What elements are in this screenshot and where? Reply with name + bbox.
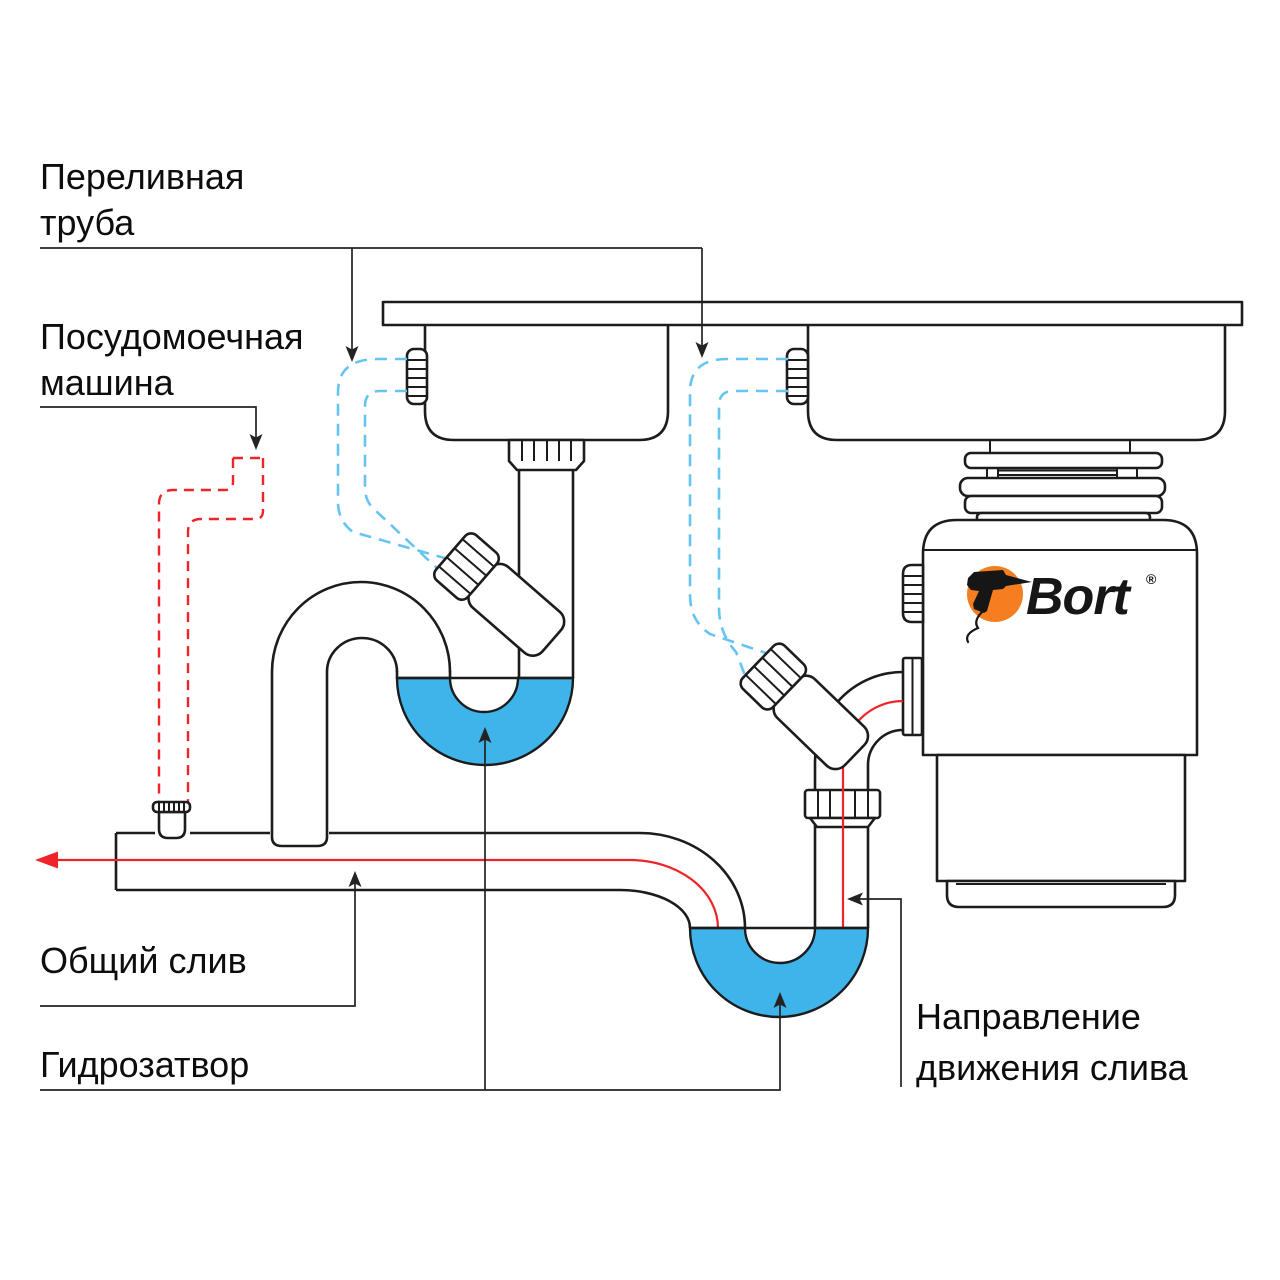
- label-dishwasher-line1: Посудомоечная: [40, 316, 304, 357]
- common-drain-label-line: [40, 883, 356, 1007]
- drill-icon: [966, 570, 1032, 644]
- overflow-fitting-left: [405, 347, 429, 406]
- dishwasher-label-line: [40, 406, 257, 438]
- overflow-fitting-right: [785, 347, 810, 406]
- registered-mark: ®: [1146, 571, 1157, 587]
- disposer-unit: Bort ®: [901, 518, 1199, 909]
- inlet-fitting-right: [736, 639, 877, 778]
- label-overflow-pipe-line2: труба: [40, 202, 135, 243]
- trap-water-right: [688, 926, 870, 1019]
- drain-pipe: [114, 831, 747, 929]
- sink-right: [806, 325, 1227, 453]
- label-drain-direction-line2: движения слива: [916, 1047, 1188, 1088]
- trap-water-left: [395, 676, 575, 767]
- disposer-outlet-flange: [901, 656, 924, 737]
- overflow-pipe-right: [688, 357, 788, 679]
- countertop: [381, 300, 1244, 327]
- label-drain-direction: Направление движения слива: [916, 991, 1188, 1093]
- brand-name: Bort: [1026, 568, 1133, 626]
- flow-direction-arrowhead: [35, 851, 58, 869]
- overflow-pipe-left: [336, 357, 456, 586]
- label-drain-direction-line1: Направление: [916, 996, 1141, 1037]
- drain-direction-label-line: [859, 898, 902, 1087]
- disposer-mount-assembly: [958, 451, 1167, 524]
- dishwasher-hose-fitting: [151, 800, 192, 840]
- label-water-trap: Гидрозатвор: [40, 1042, 249, 1088]
- bort-logo: Bort ®: [966, 566, 1157, 644]
- label-dishwasher: Посудомоечная машина: [40, 314, 303, 406]
- label-lines: [40, 247, 902, 1091]
- water-trap-label-line: [40, 739, 781, 1091]
- dishwasher-hose: [157, 456, 265, 802]
- label-common-drain-line1: Общий слив: [40, 940, 247, 981]
- label-common-drain: Общий слив: [40, 938, 247, 984]
- label-overflow-pipe-line1: Переливная: [40, 156, 245, 197]
- label-overflow-pipe: Переливная труба: [40, 154, 244, 246]
- label-water-trap-line1: Гидрозатвор: [40, 1044, 250, 1085]
- label-dishwasher-line2: машина: [40, 362, 174, 403]
- inlet-fitting-left: [429, 528, 573, 665]
- sink-left: [423, 325, 670, 442]
